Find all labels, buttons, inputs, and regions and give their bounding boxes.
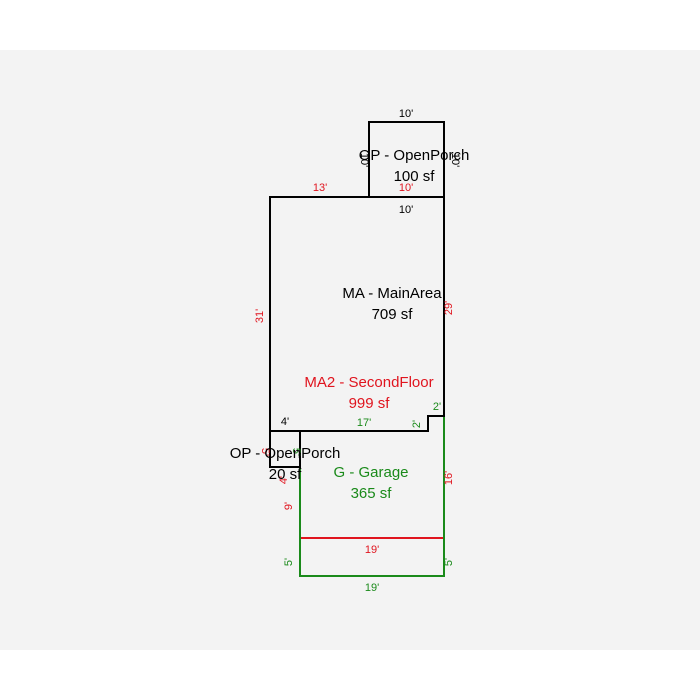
dim-garage-bottom: 19' <box>365 582 379 594</box>
garage-sf: 365 sf <box>351 485 393 502</box>
dim-op-top-right: 10' <box>449 153 461 167</box>
dim-main-right: 29' <box>443 301 455 315</box>
dim-op-small-left: 5' <box>259 448 271 456</box>
dim-step-horizontal: 2' <box>411 420 423 428</box>
op-small-sf: 20 sf <box>269 466 302 483</box>
dim-op-top-left: 10' <box>358 153 370 167</box>
small-porch-outline <box>269 430 301 468</box>
dim-garage-left: 9' <box>283 502 295 510</box>
dim-garage-inner: 19' <box>365 544 379 556</box>
dim-main-top-inner: 10' <box>399 204 413 216</box>
sketch-panel <box>0 50 700 650</box>
dim-op-small-right: 5' <box>290 448 302 456</box>
main-area-name: MA - MainArea <box>342 285 442 302</box>
dim-main-left: 31' <box>254 309 266 323</box>
main-area-sf: 709 sf <box>372 306 414 323</box>
main-area-outline <box>269 196 445 432</box>
dim-op-small-bottom: 4' <box>278 476 290 484</box>
garage-name: G - Garage <box>333 464 408 481</box>
dim-main-bottom: 17' <box>357 417 371 429</box>
dim-garage-right: 16' <box>443 471 455 485</box>
dim-op-top-top: 10' <box>399 108 413 120</box>
top-porch-outline <box>368 121 445 198</box>
second-floor-sf: 999 sf <box>349 395 391 412</box>
op-top-name: OP - OpenPorch <box>359 147 470 164</box>
dim-main-top-left: 13' <box>313 182 327 194</box>
dim-step-vertical: 2' <box>433 401 441 413</box>
second-floor-name: MA2 - SecondFloor <box>304 374 433 391</box>
dim-garage-right-low: 5' <box>443 558 455 566</box>
dim-garage-left-low: 5' <box>283 558 295 566</box>
op-small-name: OP - OpenPorch <box>230 445 341 462</box>
garage-outline <box>299 416 445 577</box>
dim-op-small-top: 4' <box>281 416 289 428</box>
op-top-sf: 100 sf <box>394 168 436 185</box>
dim-op-top-bottom: 10' <box>399 182 413 194</box>
